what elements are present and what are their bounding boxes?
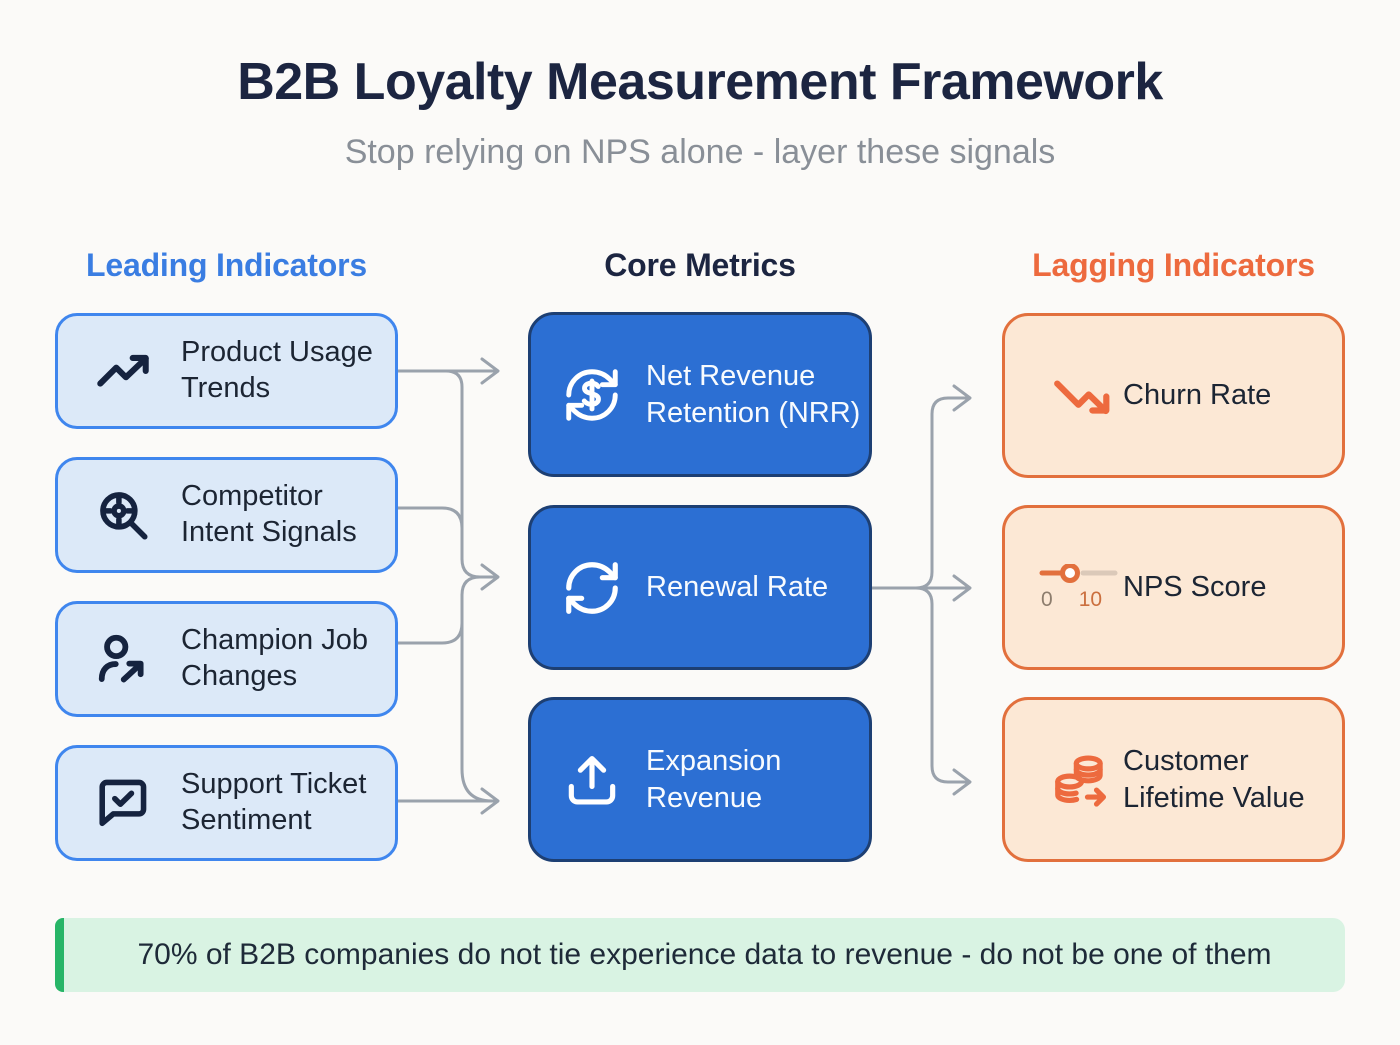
- card-expansion-revenue: Expansion Revenue: [528, 697, 872, 862]
- connector-line: [914, 396, 968, 590]
- card-nps-score: 0 10 NPS Score: [1002, 505, 1345, 670]
- arrowhead-icon: [952, 574, 972, 602]
- refresh-icon: [561, 557, 623, 619]
- card-net-revenue-retention: Net Revenue Retention (NRR): [528, 312, 872, 477]
- card-customer-lifetime-value: Customer Lifetime Value: [1002, 697, 1345, 862]
- connector-line: [460, 575, 482, 597]
- card-label: Renewal Rate: [646, 571, 829, 604]
- card-label: Customer Lifetime Value: [1123, 744, 1305, 814]
- card-label: Champion Job Changes: [181, 624, 368, 692]
- page-subtitle: Stop relying on NPS alone - layer these …: [344, 133, 1056, 171]
- nps-slider-icon: 0 10: [1039, 563, 1123, 612]
- page-title: B2B Loyalty Measurement Framework: [237, 53, 1163, 111]
- arrowhead-icon: [480, 357, 500, 385]
- stat-banner-text: 70% of B2B companies do not tie experien…: [137, 938, 1272, 971]
- arrowhead-icon: [952, 768, 972, 796]
- card-label: NPS Score: [1123, 571, 1267, 604]
- card-label: Expansion Revenue: [646, 744, 782, 814]
- refresh-dollar-icon: [561, 363, 623, 427]
- connector-line: [396, 506, 464, 530]
- column-header-core-metrics: Core Metrics: [604, 247, 796, 283]
- card-competitor-intent-signals: Competitor Intent Signals: [55, 457, 398, 573]
- card-renewal-rate: Renewal Rate: [528, 505, 872, 670]
- card-label: Churn Rate: [1123, 379, 1272, 412]
- trending-up-icon: [92, 342, 154, 400]
- arrowhead-icon: [952, 384, 972, 412]
- connector-line: [396, 621, 464, 645]
- card-champion-job-changes: Champion Job Changes: [55, 601, 398, 717]
- card-label: Support Ticket Sentiment: [181, 768, 367, 836]
- person-arrow-icon: [92, 630, 154, 688]
- card-label: Competitor Intent Signals: [181, 480, 357, 548]
- arrowhead-icon: [480, 787, 500, 815]
- arrowhead-icon: [480, 563, 500, 591]
- stat-banner: 70% of B2B companies do not tie experien…: [55, 918, 1345, 992]
- card-label: Product Usage Trends: [181, 336, 373, 404]
- upload-icon: [561, 749, 623, 811]
- connector-line: [914, 586, 968, 784]
- trending-down-icon: [1039, 365, 1123, 427]
- connector-line: [460, 593, 494, 803]
- connector-line: [444, 369, 464, 561]
- column-header-leading-indicators: Leading Indicators: [86, 247, 367, 283]
- coins-arrow-icon: [1039, 749, 1123, 811]
- column-header-lagging-indicators: Lagging Indicators: [1032, 247, 1315, 283]
- search-target-icon: [92, 486, 154, 544]
- card-label: Net Revenue Retention (NRR): [646, 359, 861, 429]
- card-churn-rate: Churn Rate: [1002, 313, 1345, 478]
- connector-line: [460, 557, 496, 579]
- card-product-usage-trends: Product Usage Trends: [55, 313, 398, 429]
- nps-scale-max: 10: [1078, 587, 1103, 611]
- card-support-ticket-sentiment: Support Ticket Sentiment: [55, 745, 398, 861]
- nps-scale-min: 0: [1041, 587, 1053, 611]
- message-check-icon: [92, 774, 154, 832]
